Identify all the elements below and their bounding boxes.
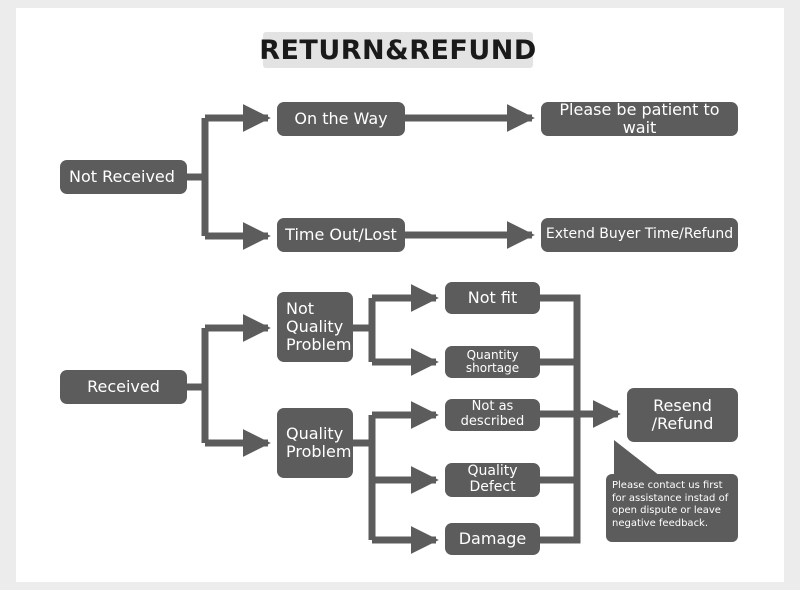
node-damage: Damage	[445, 523, 540, 555]
connector-not-received	[187, 118, 209, 236]
node-not-as-described: Not as described	[445, 399, 540, 431]
node-please-be-patient: Please be patient to wait	[541, 101, 738, 136]
connector-quality	[353, 415, 376, 540]
collector-right	[540, 294, 581, 544]
page-title: RETURN&REFUND	[259, 32, 536, 68]
node-quality-problem: Quality Problem	[277, 408, 353, 478]
node-quality-defect: Quality Defect	[445, 463, 540, 497]
note-pointer	[614, 440, 660, 476]
node-not-quality-problem: Not Quality Problem	[277, 292, 353, 362]
node-time-out-lost: Time Out/Lost	[277, 218, 405, 252]
node-received: Received	[60, 370, 187, 404]
connector-not-quality	[353, 298, 376, 362]
connector-received	[187, 328, 209, 443]
node-resend-refund: Resend /Refund	[627, 388, 738, 442]
node-quantity-shortage: Quantity shortage	[445, 346, 540, 378]
node-not-received: Not Received	[60, 160, 187, 194]
contact-note: Please contact us first for assistance i…	[606, 474, 738, 542]
node-not-fit: Not fit	[445, 282, 540, 314]
node-on-the-way: On the Way	[277, 102, 405, 136]
node-extend-buyer-time: Extend Buyer Time/Refund	[541, 218, 738, 252]
